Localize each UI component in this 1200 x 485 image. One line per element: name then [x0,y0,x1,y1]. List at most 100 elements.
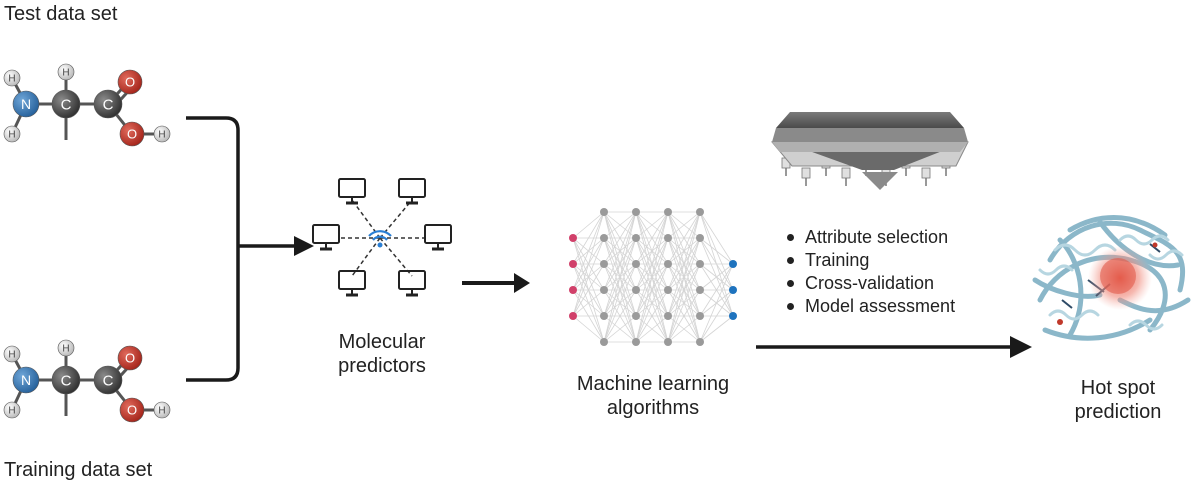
computer-monitor-icon [338,178,366,205]
nitrogen-atom: N [12,366,40,394]
hidden-node [664,260,672,268]
output-node [729,260,737,268]
computer-monitor-icon [424,224,452,251]
hydrogen-atom-label: H [8,350,15,361]
hidden-node [664,234,672,242]
hydrogen-atom-label: H [62,68,69,79]
hidden-node [600,208,608,216]
hot-spot-label-line1: Hot spot [1080,377,1156,399]
oxygen-atom: O [119,397,145,423]
oxygen-atom-label: O [127,403,137,418]
hydrogen-atom-label: H [158,406,165,417]
carbon-atom: C [93,365,123,395]
hydrogen-atom: H [3,345,21,363]
molecular-predictors-label-line2: predictors [338,355,426,377]
computer-monitor-icon [398,270,426,297]
output-node [729,312,737,320]
oxygen-atom-label: O [125,75,135,90]
input-node [569,260,577,268]
hidden-node [600,312,608,320]
hidden-node [696,286,704,294]
ml-step-item: Attribute selection [785,226,955,249]
carbon-atom: C [51,365,81,395]
oxygen-atom: O [119,121,145,147]
computer-monitor-icon [338,270,366,297]
hidden-node [696,208,704,216]
wifi-icon [368,230,392,248]
merge-bracket [186,116,296,382]
ml-step-item: Cross-validation [785,272,955,295]
predictor-network [312,178,452,297]
oxygen-atom-label: O [127,127,137,142]
hidden-node [664,208,672,216]
ml-step-item: Model assessment [785,295,955,318]
oxygen-atom: O [117,69,143,95]
hydrogen-atom: H [57,339,75,357]
test-data-set-label: Test data set [4,3,118,25]
hydrogen-atom-label: H [8,74,15,85]
hot-spot-label-line2: prediction [1074,401,1162,423]
hidden-node [600,234,608,242]
carbon-atom-label: C [61,96,72,113]
arrow-to-ml [462,273,530,293]
hidden-node [600,286,608,294]
output-node [729,286,737,294]
hidden-node [632,312,640,320]
arrow-to-predictors [294,236,314,256]
nitrogen-atom: N [12,90,40,118]
hidden-node [696,260,704,268]
hydrogen-atom: H [3,69,21,87]
oxygen-atom: O [117,345,143,371]
input-node [569,312,577,320]
molecular-predictors-label-line1: Molecular [338,331,426,353]
carbon-atom-label: C [103,372,114,389]
hidden-node [632,338,640,346]
monitor-icon [312,178,452,297]
hydrogen-atom: H [57,63,75,81]
machine-learning-label-line1: Machine learning [576,373,730,395]
chip-icon [770,112,969,190]
hydrogen-atom-label: H [62,344,69,355]
hidden-node [632,234,640,242]
input-node [569,234,577,242]
training-data-set-label: Training data set [4,459,153,481]
hidden-node [664,286,672,294]
oxygen-atom-label: O [125,351,135,366]
hydrogen-atom-label: H [158,130,165,141]
hidden-node [696,338,704,346]
computer-monitor-icon [398,178,426,205]
hydrogen-atom: H [153,125,171,143]
hidden-node [632,286,640,294]
computer-monitor-icon [312,224,340,251]
protein-structure-icon [1032,215,1191,341]
hydrogen-atom: H [153,401,171,419]
hidden-node [632,260,640,268]
nitrogen-atom-label: N [21,372,31,388]
input-node [569,286,577,294]
hydrogen-atom-label: H [8,130,15,141]
hidden-node [600,338,608,346]
hydrogen-atom-label: H [8,406,15,417]
arrow-to-hotspot [1010,336,1032,358]
carbon-atom: C [51,89,81,119]
nitrogen-atom-label: N [21,96,31,112]
hidden-node [600,260,608,268]
carbon-atom-label: C [103,96,114,113]
hydrogen-atom: H [3,401,21,419]
carbon-atom-label: C [61,372,72,389]
neural-network [569,208,737,346]
machine-learning-label-line2: algorithms [606,397,700,419]
hydrogen-atom: H [3,125,21,143]
hidden-node [696,312,704,320]
hidden-node [664,312,672,320]
ml-step-item: Training [785,249,955,272]
hidden-node [664,338,672,346]
carbon-atom: C [93,89,123,119]
hidden-node [696,234,704,242]
hidden-node [632,208,640,216]
